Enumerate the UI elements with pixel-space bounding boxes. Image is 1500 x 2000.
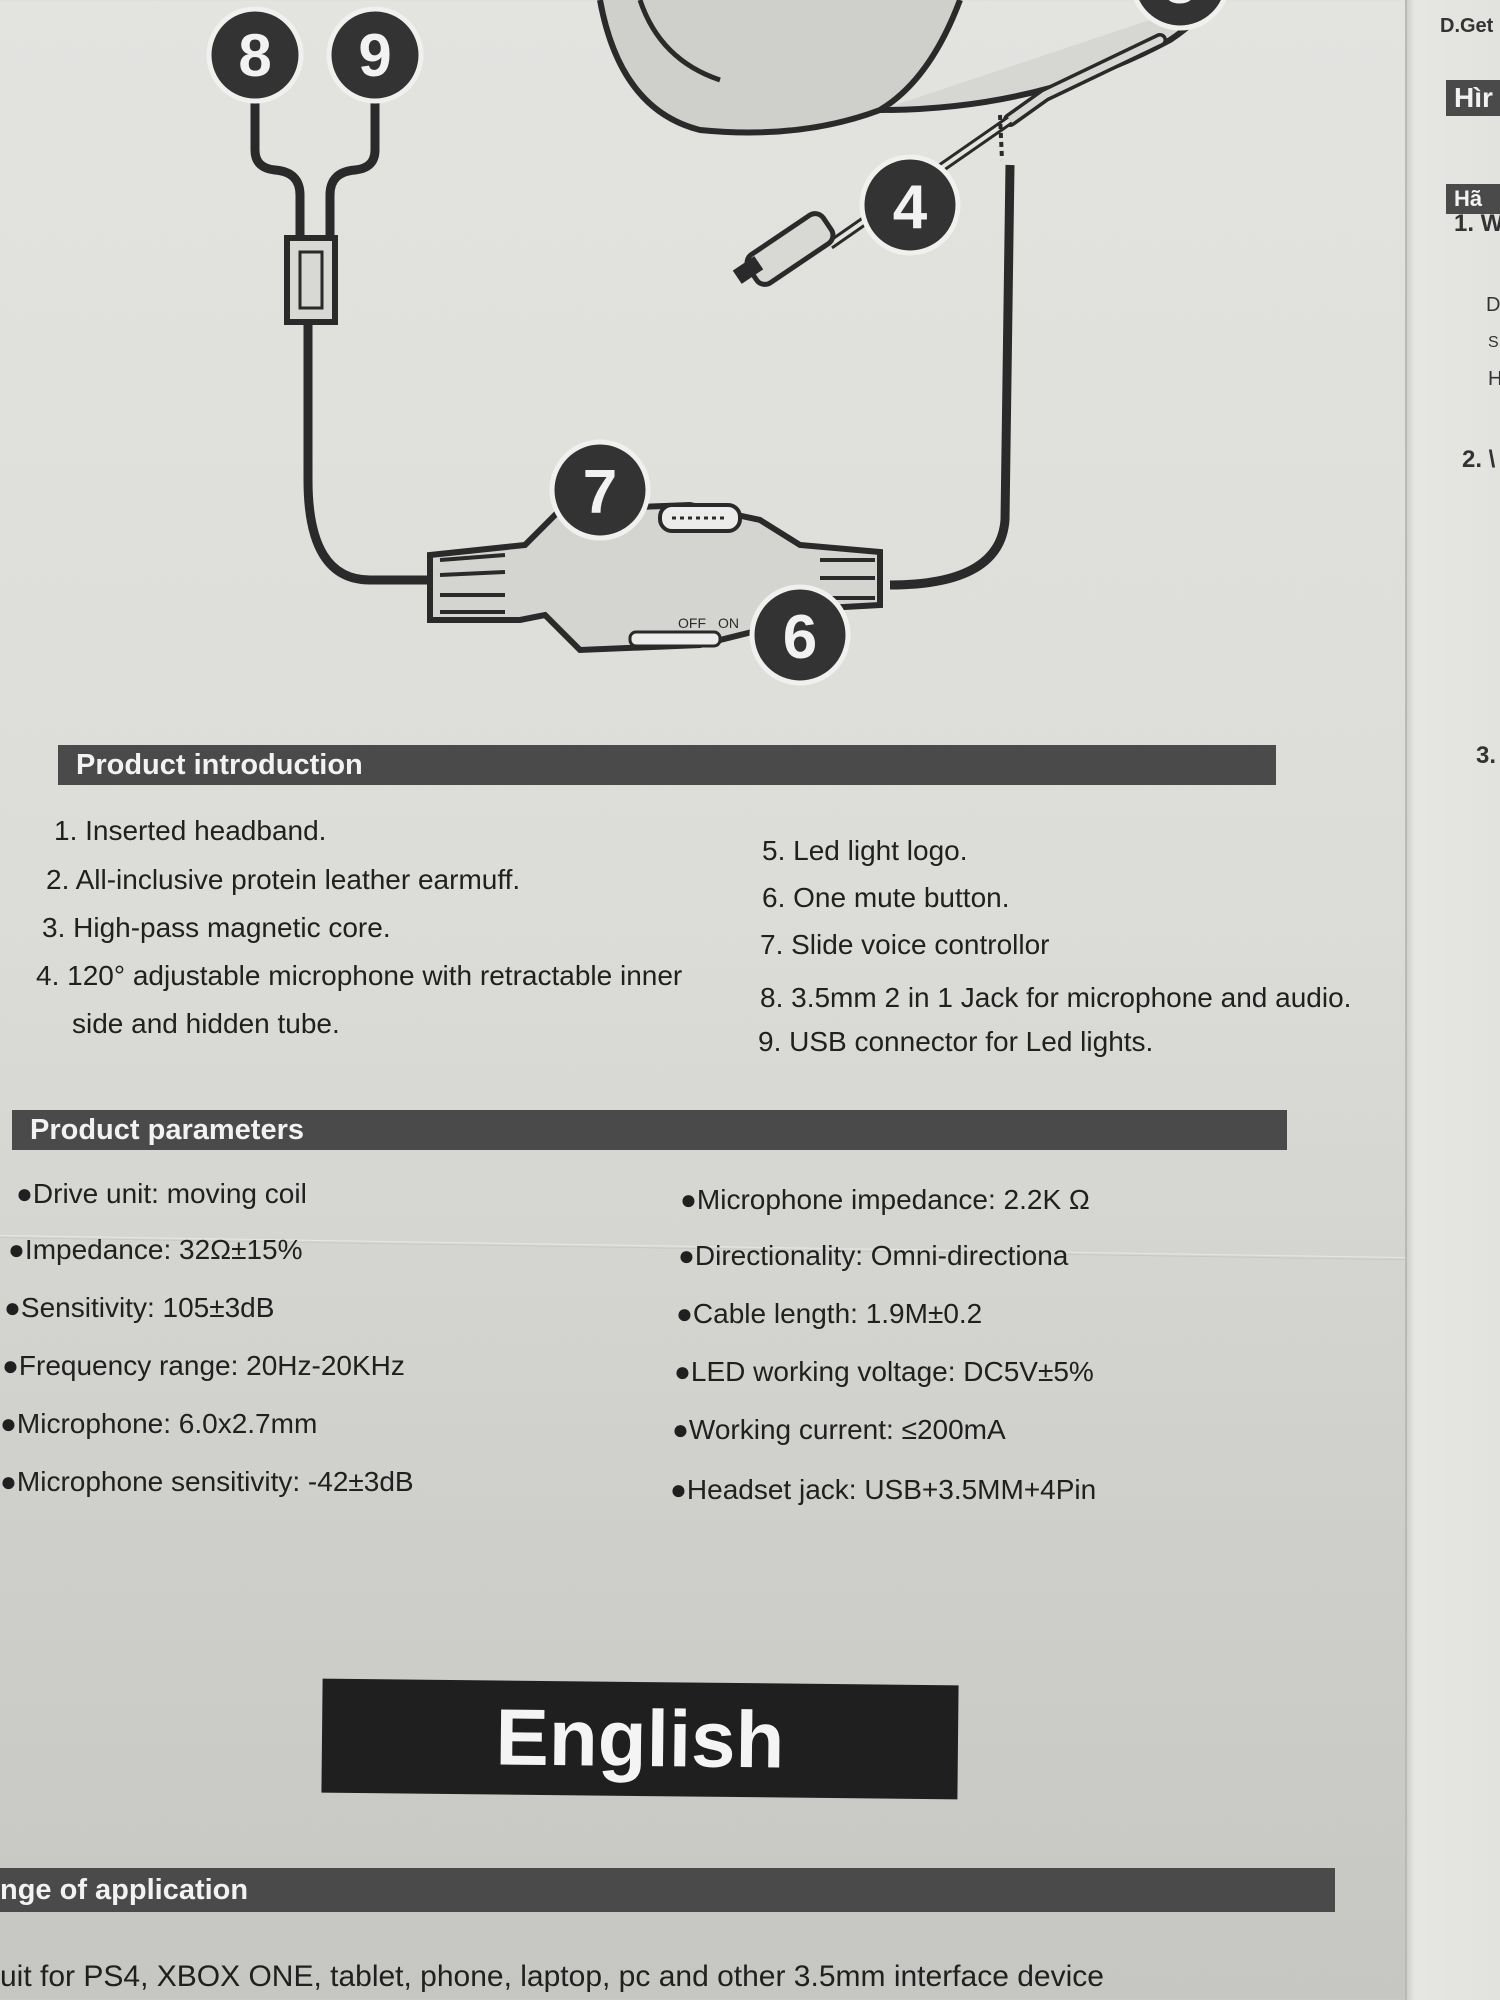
edge-item-1: 1. W (1454, 210, 1500, 237)
param-cable-length: ●Cable length: 1.9M±0.2 (676, 1298, 983, 1329)
product-introduction-title: Product introduction (76, 749, 363, 781)
cable-drawing (250, 100, 1015, 590)
range-of-application-title: nge of application (0, 1874, 249, 1906)
callout-8: 8 (206, 6, 304, 104)
svg-text:7: 7 (583, 458, 617, 527)
param-sensitivity: ●Sensitivity: 105±3dB (4, 1292, 275, 1323)
intro-item-4-continued: side and hidden tube. (72, 1008, 340, 1039)
ear-cup-drawing (597, 0, 1213, 136)
intro-item-8: 8. 3.5mm 2 in 1 Jack for microphone and … (760, 982, 1352, 1013)
intro-item-1: 1. Inserted headband. (54, 815, 327, 846)
svg-text:5: 5 (1163, 0, 1197, 17)
param-directionality: ●Directionality: Omni-directiona (678, 1240, 1069, 1271)
edge-item-1c: H (1488, 368, 1500, 390)
callout-9: 9 (326, 6, 424, 104)
param-microphone-impedance: ●Microphone impedance: 2.2K Ω (680, 1184, 1090, 1215)
callout-5: 5 (1133, 0, 1227, 31)
edge-tag-2: Hã (1446, 184, 1500, 214)
callout-6: 6 (749, 584, 851, 686)
product-parameters-header: Product parameters (12, 1110, 1287, 1150)
edge-top-text: D.Get (1440, 15, 1494, 37)
svg-text:6: 6 (783, 603, 817, 672)
range-of-application-header: nge of application (0, 1868, 1335, 1912)
svg-text:4: 4 (893, 173, 928, 242)
edge-item-1a: D (1486, 294, 1500, 316)
edge-item-3: 3. (1476, 742, 1497, 769)
switch-off-label: OFF (678, 615, 706, 631)
range-of-application-text: uit for PS4, XBOX ONE, tablet, phone, la… (0, 1960, 1104, 1993)
headset-diagram: OFF ON 8 9 4 7 6 5 (206, 0, 1227, 686)
language-label: English (321, 1678, 959, 1800)
callout-7: 7 (549, 439, 651, 541)
param-impedance: ●Impedance: 32Ω±15% (8, 1234, 303, 1265)
param-drive-unit: ●Drive unit: moving coil (16, 1178, 307, 1209)
param-led-voltage: ●LED working voltage: DC5V±5% (674, 1356, 1094, 1387)
adjacent-page-edge (1405, 0, 1500, 2000)
callout-4: 4 (859, 154, 961, 256)
param-headset-jack: ●Headset jack: USB+3.5MM+4Pin (670, 1474, 1097, 1505)
intro-item-5: 5. Led light logo. (762, 835, 968, 866)
svg-text:9: 9 (358, 22, 391, 89)
intro-item-7: 7. Slide voice controllor (760, 929, 1050, 960)
param-working-current: ●Working current: ≤200mA (672, 1414, 1006, 1445)
edge-item-1b: S (1488, 334, 1499, 351)
edge-tag-1: Hìr (1446, 80, 1500, 116)
intro-item-3: 3. High-pass magnetic core. (42, 912, 391, 943)
edge-item-2: 2. \ (1462, 446, 1496, 473)
intro-item-4: 4. 120° adjustable microphone with retra… (36, 960, 683, 991)
product-introduction-header: Product introduction (58, 745, 1276, 785)
intro-item-9: 9. USB connector for Led lights. (758, 1026, 1154, 1057)
intro-item-6: 6. One mute button. (762, 882, 1010, 913)
intro-item-2: 2. All-inclusive protein leather earmuff… (46, 864, 521, 895)
svg-text:8: 8 (238, 22, 271, 89)
param-microphone: ●Microphone: 6.0x2.7mm (0, 1408, 318, 1439)
switch-on-label: ON (718, 615, 739, 631)
param-microphone-sensitivity: ●Microphone sensitivity: -42±3dB (0, 1466, 414, 1497)
param-frequency-range: ●Frequency range: 20Hz-20KHz (2, 1350, 405, 1381)
product-parameters-title: Product parameters (30, 1114, 304, 1146)
